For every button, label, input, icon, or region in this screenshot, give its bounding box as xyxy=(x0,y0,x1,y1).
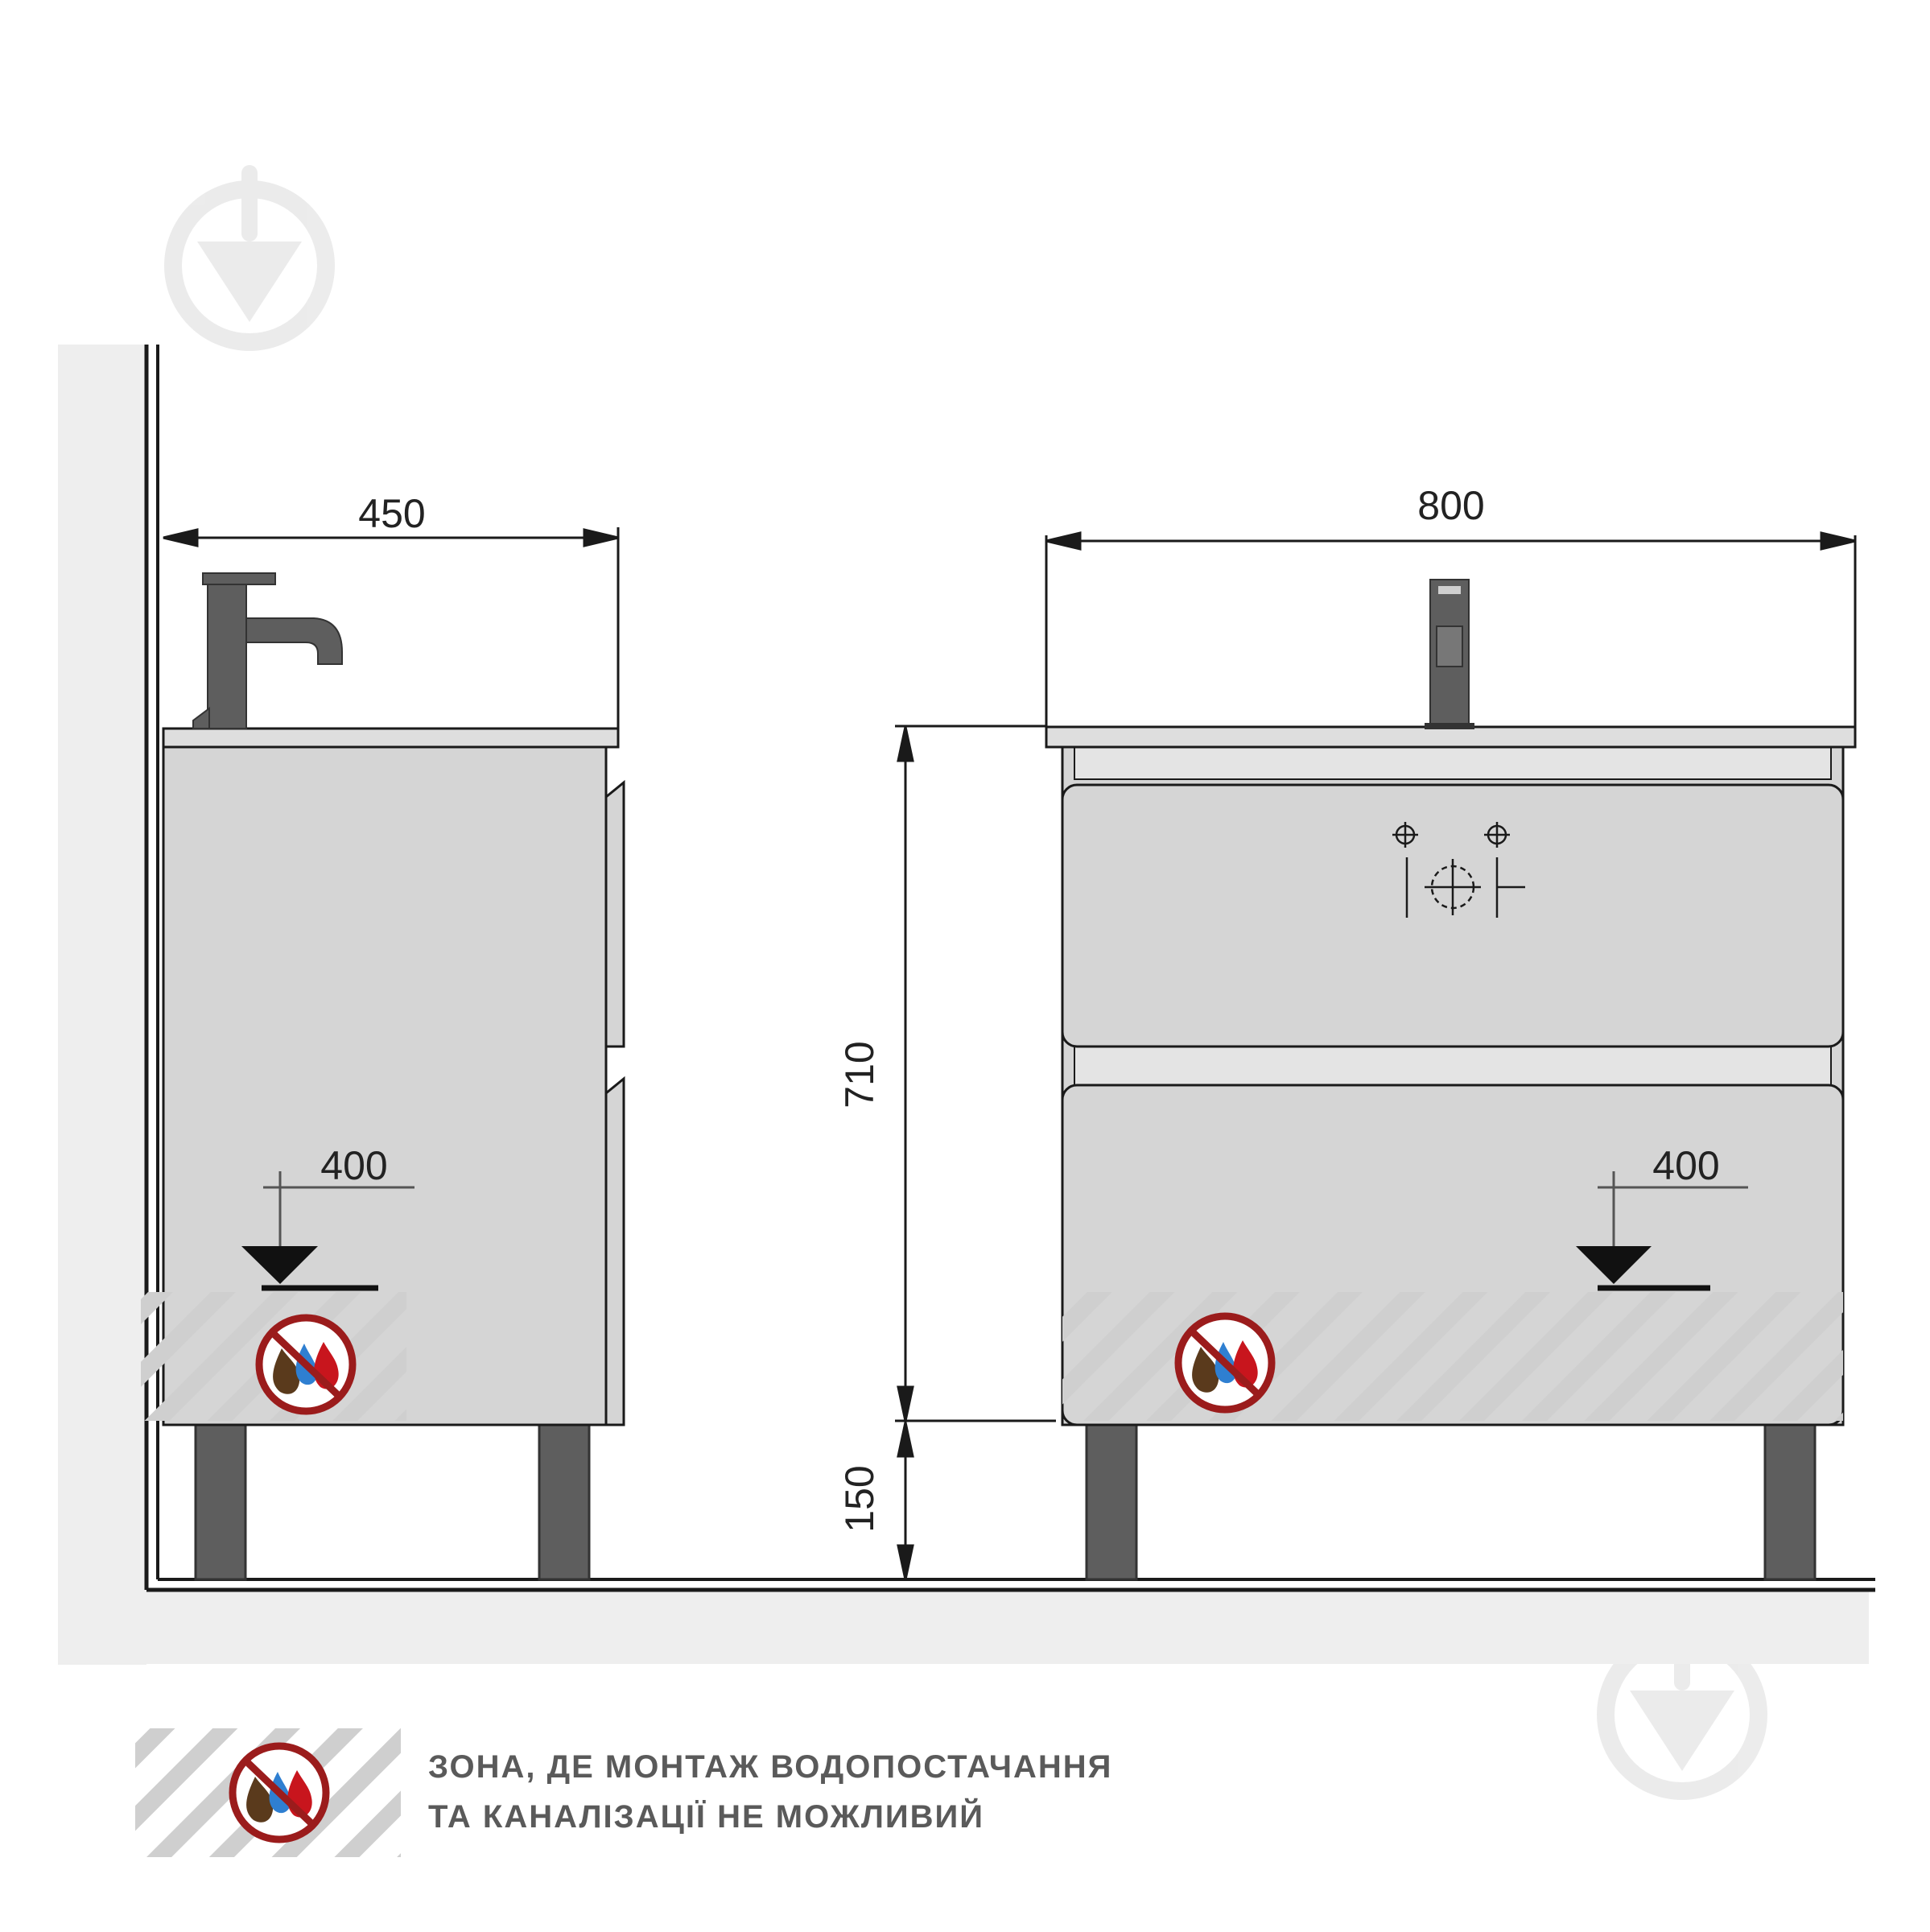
wall-and-floor xyxy=(58,345,1875,1665)
front-drain-level-marker-icon xyxy=(1576,1171,1748,1291)
front-width-dimension-line xyxy=(1045,531,1857,727)
side-no-plumbing-icon xyxy=(259,1318,353,1411)
front-leg-left xyxy=(1085,1423,1138,1581)
front-countertop xyxy=(1045,725,1857,749)
side-countertop xyxy=(162,727,620,749)
front-drawer-top xyxy=(1061,783,1845,1048)
leg-height-label: 150 xyxy=(837,1465,882,1532)
front-drain-height-label: 400 xyxy=(1652,1143,1719,1188)
body-height-label: 710 xyxy=(837,1041,882,1108)
front-no-plumbing-icon xyxy=(1178,1316,1272,1410)
side-drain-height-label: 400 xyxy=(320,1143,387,1188)
side-leg-right xyxy=(538,1423,591,1581)
side-depth-dimension-line xyxy=(163,527,620,729)
side-drawer-front-bottom xyxy=(604,1075,625,1426)
pipe-connection-marks-icon xyxy=(1392,822,1525,918)
front-faucet-icon xyxy=(1425,579,1474,729)
side-drawer-front-top xyxy=(604,779,625,1048)
legend-no-plumbing-icon xyxy=(233,1746,326,1839)
front-width-label: 800 xyxy=(1417,483,1484,528)
front-leg-right xyxy=(1763,1423,1817,1581)
side-depth-label: 450 xyxy=(358,491,425,536)
side-view-cabinet: 400 450 xyxy=(141,491,625,1581)
side-drain-level-marker-icon xyxy=(241,1171,414,1291)
side-leg-left xyxy=(194,1423,247,1581)
height-dimension-lines xyxy=(895,724,1056,1580)
front-view-cabinet: 400 800 xyxy=(1045,483,1857,1581)
watermark-logo-top-icon xyxy=(164,165,335,351)
side-faucet-icon xyxy=(192,572,343,729)
legend-text-line1: ЗОНА, ДЕ МОНТАЖ ВОДОПОСТАЧАННЯ xyxy=(428,1749,1112,1785)
legend-text-line2: ТА КАНАЛІЗАЦІЇ НЕ МОЖЛИВИЙ xyxy=(428,1798,984,1835)
legend: ЗОНА, ДЕ МОНТАЖ ВОДОПОСТАЧАННЯ ТА КАНАЛІ… xyxy=(135,1728,1112,1857)
